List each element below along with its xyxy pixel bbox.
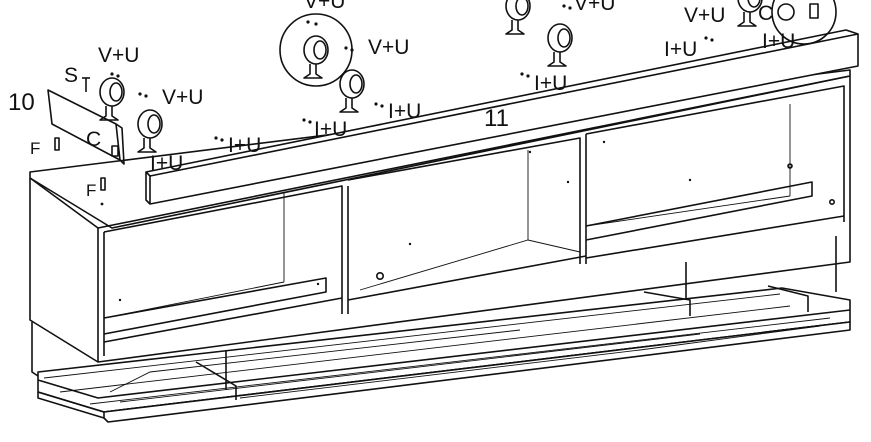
panel-11 — [145, 29, 859, 205]
wheel-icon — [137, 109, 163, 153]
panel-10 — [47, 89, 125, 165]
screw-icon — [82, 77, 90, 92]
label-c-right: C — [758, 2, 773, 25]
wheel-icon — [737, 0, 763, 27]
label-f-top: F — [30, 139, 40, 158]
label-vu-5: V+U — [574, 0, 615, 15]
label-iu-5: I+U — [534, 72, 567, 95]
cam-lock-icon — [777, 3, 819, 21]
label-vu-4: V+U — [368, 36, 409, 59]
cabinet-body — [29, 69, 851, 363]
wheel-icon — [99, 77, 125, 121]
label-iu-4: I+U — [388, 100, 421, 123]
wheel-icon — [547, 23, 573, 67]
label-c-left: C — [86, 128, 101, 151]
label-vu-6: V+U — [684, 4, 725, 27]
screw-dots — [110, 4, 714, 142]
label-vu-1: V+U — [98, 44, 139, 67]
label-iu-6: I+U — [664, 38, 697, 61]
wheel-icon — [505, 0, 531, 35]
label-iu-1: I+U — [150, 152, 183, 175]
label-s: S — [64, 64, 78, 87]
magnifier-circle-icon — [771, 0, 837, 45]
label-iu-2: I+U — [228, 134, 261, 157]
plinth-frame — [31, 236, 851, 423]
label-iu-7: I+U — [762, 30, 795, 53]
label-vu-2: V+U — [162, 86, 203, 109]
label-iu-3: I+U — [314, 118, 347, 141]
label-f-bottom: F — [86, 181, 96, 200]
label-vu-3: V+U — [304, 0, 345, 13]
dowel-icon — [54, 137, 106, 191]
part-number-10: 10 — [8, 89, 35, 116]
wheel-icon — [339, 69, 365, 113]
wheel-icon — [303, 35, 329, 79]
part-number-11: 11 — [484, 105, 509, 132]
